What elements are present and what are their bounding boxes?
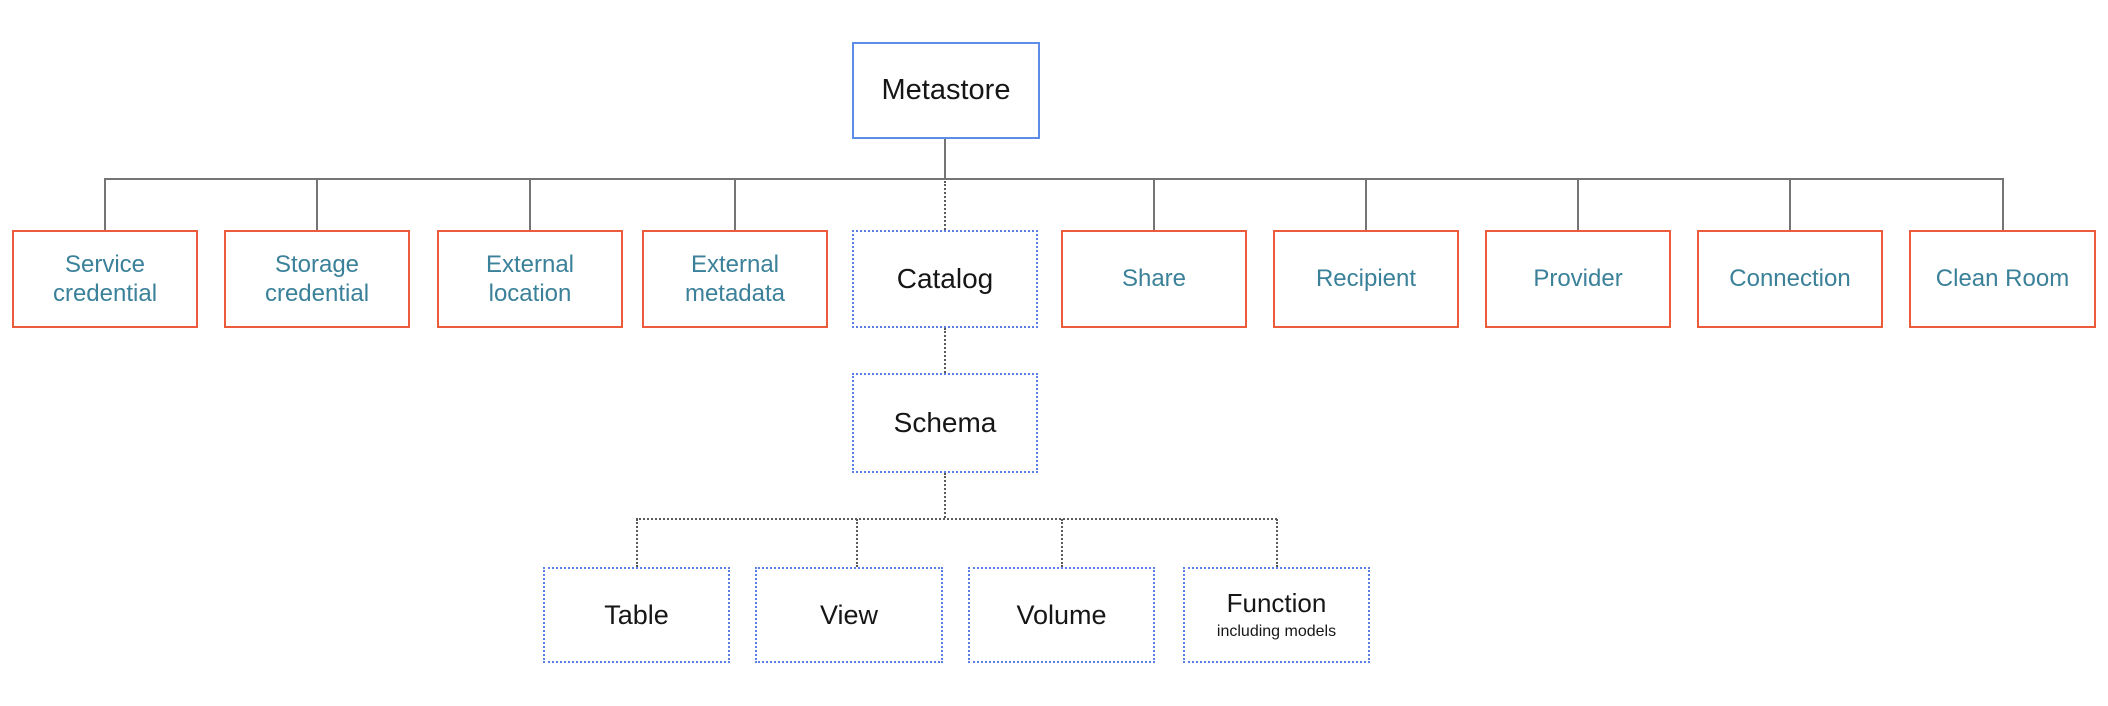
node-label: View [819, 599, 879, 630]
node-function: Function including models [1183, 567, 1370, 663]
node-label: Recipient [1315, 265, 1417, 293]
connector-bus-bottom [636, 518, 1277, 520]
node-label: Table [604, 599, 669, 630]
connector-stub-ext-loc [529, 179, 531, 231]
node-label: External metadata [684, 250, 786, 307]
connector-stub-function [1276, 519, 1278, 567]
node-catalog: Catalog [852, 230, 1038, 328]
node-sublabel: including models [1216, 623, 1337, 641]
node-table: Table [543, 567, 730, 663]
connector-stub-view [856, 519, 858, 567]
connector-stub-catalog [944, 181, 946, 230]
node-provider: Provider [1485, 230, 1671, 328]
node-service-credential: Service credential [12, 230, 198, 328]
connector-stub-volume [1061, 519, 1063, 567]
connector-stub-provider [1577, 179, 1579, 231]
node-external-metadata: External metadata [642, 230, 828, 328]
node-label: Connection [1729, 265, 1851, 293]
node-connection: Connection [1697, 230, 1883, 328]
node-metastore: Metastore [852, 42, 1040, 139]
connector-stub-storage [316, 179, 318, 231]
node-label: Function [1226, 588, 1327, 619]
node-view: View [755, 567, 943, 663]
node-external-location: External location [437, 230, 623, 328]
node-label: Schema [893, 406, 997, 438]
connector-metastore-bus [944, 139, 946, 179]
node-share: Share [1061, 230, 1247, 328]
node-recipient: Recipient [1273, 230, 1459, 328]
connector-stub-recipient [1365, 179, 1367, 231]
node-label: Volume [1016, 599, 1107, 630]
node-schema: Schema [852, 373, 1038, 473]
node-label: External location [485, 250, 575, 307]
node-label: Catalog [896, 262, 994, 294]
connector-stub-service [104, 179, 106, 231]
node-label: Storage credential [264, 250, 370, 307]
node-label: Clean Room [1935, 265, 2070, 293]
connector-stub-connection [1789, 179, 1791, 231]
connector-catalog-schema [944, 328, 946, 373]
node-storage-credential: Storage credential [224, 230, 410, 328]
connector-bus-top [104, 178, 2004, 180]
node-label: Provider [1533, 265, 1623, 293]
node-label: Service credential [52, 250, 158, 307]
node-label: Share [1121, 265, 1187, 293]
node-label: Metastore [881, 73, 1011, 106]
node-volume: Volume [968, 567, 1155, 663]
connector-stub-ext-meta [734, 179, 736, 231]
connector-stub-clean-room [2002, 179, 2004, 231]
connector-schema-bus [944, 473, 946, 518]
node-clean-room: Clean Room [1909, 230, 2096, 328]
connector-stub-share [1153, 179, 1155, 231]
connector-stub-table [636, 519, 638, 567]
